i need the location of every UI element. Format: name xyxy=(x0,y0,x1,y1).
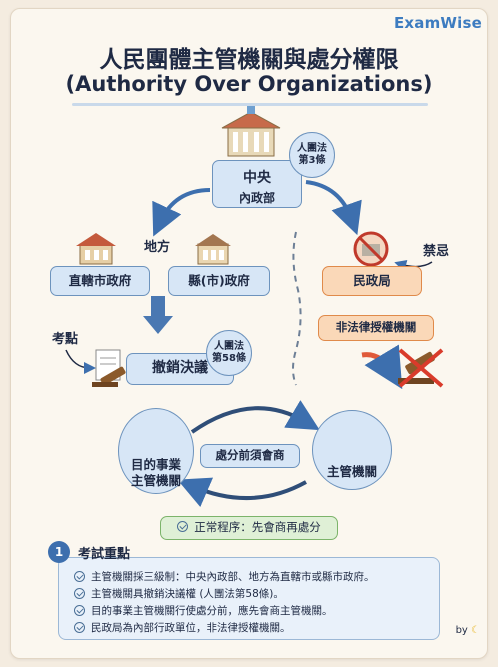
civil-affairs-box: 民政局 xyxy=(322,266,422,296)
banana-icon: ☾ xyxy=(471,625,480,636)
keypoints-header: 1 考試重點 xyxy=(48,541,130,563)
crossed-gavel-icon xyxy=(398,348,444,388)
keypoints-title: 考試重點 xyxy=(78,546,131,562)
exam-point-label: 考點 xyxy=(52,332,79,347)
normal-procedure-label: 正常程序：先會商再處分 xyxy=(194,520,321,534)
city-hall-icon xyxy=(76,233,116,265)
byline: by ☾ xyxy=(456,625,480,636)
keypoints-number: 1 xyxy=(48,541,70,563)
keypoint-text: 主管機關採三級制：中央內政部、地方為直轄市或縣市政府。 xyxy=(91,571,375,583)
business-authority-line2: 主管機關 xyxy=(130,472,181,488)
law-badge-art58-line1: 人團法 xyxy=(214,340,244,352)
competent-authority-circle: 主管機關 xyxy=(312,410,392,490)
city-gov-label: 直轄市政府 xyxy=(68,273,132,288)
arrow-to-local xyxy=(152,188,211,237)
arrow-exam-point xyxy=(65,349,96,374)
red-arrow xyxy=(361,344,403,390)
byline-text: by xyxy=(455,625,468,636)
central-name: 中央 xyxy=(243,170,271,186)
central-box: 中央 內政部 xyxy=(212,160,302,208)
keypoint-item: 主管機關具撤銷決議權 (人團法第58條)。 xyxy=(74,586,284,601)
government-building-icon xyxy=(221,106,281,157)
check-icon xyxy=(74,571,85,582)
keypoint-text: 主管機關具撤銷決議權 (人團法第58條)。 xyxy=(91,588,284,600)
forbidden-label: 禁忌 xyxy=(423,244,450,259)
check-icon xyxy=(74,605,85,616)
divider-line xyxy=(292,231,302,386)
civil-affairs-label: 民政局 xyxy=(353,273,391,288)
keypoint-text: 民政局為內部行政單位，非法律授權機關。 xyxy=(91,622,291,634)
keypoint-item: 主管機關採三級制：中央內政部、地方為直轄市或縣市政府。 xyxy=(74,569,375,584)
keypoints-panel xyxy=(58,557,440,640)
county-gov-label: 縣(市)政府 xyxy=(188,273,250,288)
keypoint-item: 目的事業主管機關行使處分前，應先會商主管機關。 xyxy=(74,603,333,618)
title-underline xyxy=(72,103,428,106)
check-icon xyxy=(177,521,189,532)
gavel-icon xyxy=(92,349,126,387)
non-authorized-label: 非法律授權機關 xyxy=(335,320,417,334)
check-icon xyxy=(74,588,85,599)
business-authority-circle: 目的事業 主管機關 xyxy=(118,408,194,494)
law-badge-art3-line2: 第3條 xyxy=(298,155,326,166)
law-badge-art58: 人團法 第58條 xyxy=(206,330,252,376)
page-subtitle: (Authority Over Organizations) xyxy=(65,72,433,96)
cycle-arrow-top xyxy=(190,400,320,434)
arrow-to-forbidden xyxy=(305,180,362,236)
prohibited-icon xyxy=(353,231,389,267)
revoke-label: 撤銷決議 xyxy=(152,360,208,376)
law-badge-art3: 人團法 第3條 xyxy=(289,132,335,178)
normal-procedure-box: 正常程序：先會商再處分 xyxy=(160,516,338,540)
law-badge-art3-line1: 人團法 xyxy=(297,142,327,154)
central-dept: 內政部 xyxy=(238,191,275,205)
keypoint-item: 民政局為內部行政單位，非法律授權機關。 xyxy=(74,620,291,635)
law-badge-art58-line2: 第58條 xyxy=(212,353,246,364)
page-title: 人民團體主管機關與處分權限 xyxy=(99,47,399,73)
local-label: 地方 xyxy=(144,240,171,255)
county-gov-box: 縣(市)政府 xyxy=(168,266,270,296)
competent-authority-label: 主管機關 xyxy=(326,464,377,479)
non-authorized-box: 非法律授權機關 xyxy=(318,315,434,341)
check-icon xyxy=(74,622,85,633)
business-authority-line1: 目的事業 xyxy=(130,457,181,472)
city-gov-box: 直轄市政府 xyxy=(50,266,150,296)
brand-logo: ExamWise xyxy=(393,14,482,32)
down-arrow-icon xyxy=(143,296,173,334)
keypoint-text: 目的事業主管機關行使處分前，應先會商主管機關。 xyxy=(91,605,333,617)
consult-before-label: 處分前須會商 xyxy=(215,448,285,462)
county-hall-icon xyxy=(195,234,231,265)
consult-before-box: 處分前須會商 xyxy=(200,444,300,468)
cycle-arrow-bottom xyxy=(177,477,307,508)
